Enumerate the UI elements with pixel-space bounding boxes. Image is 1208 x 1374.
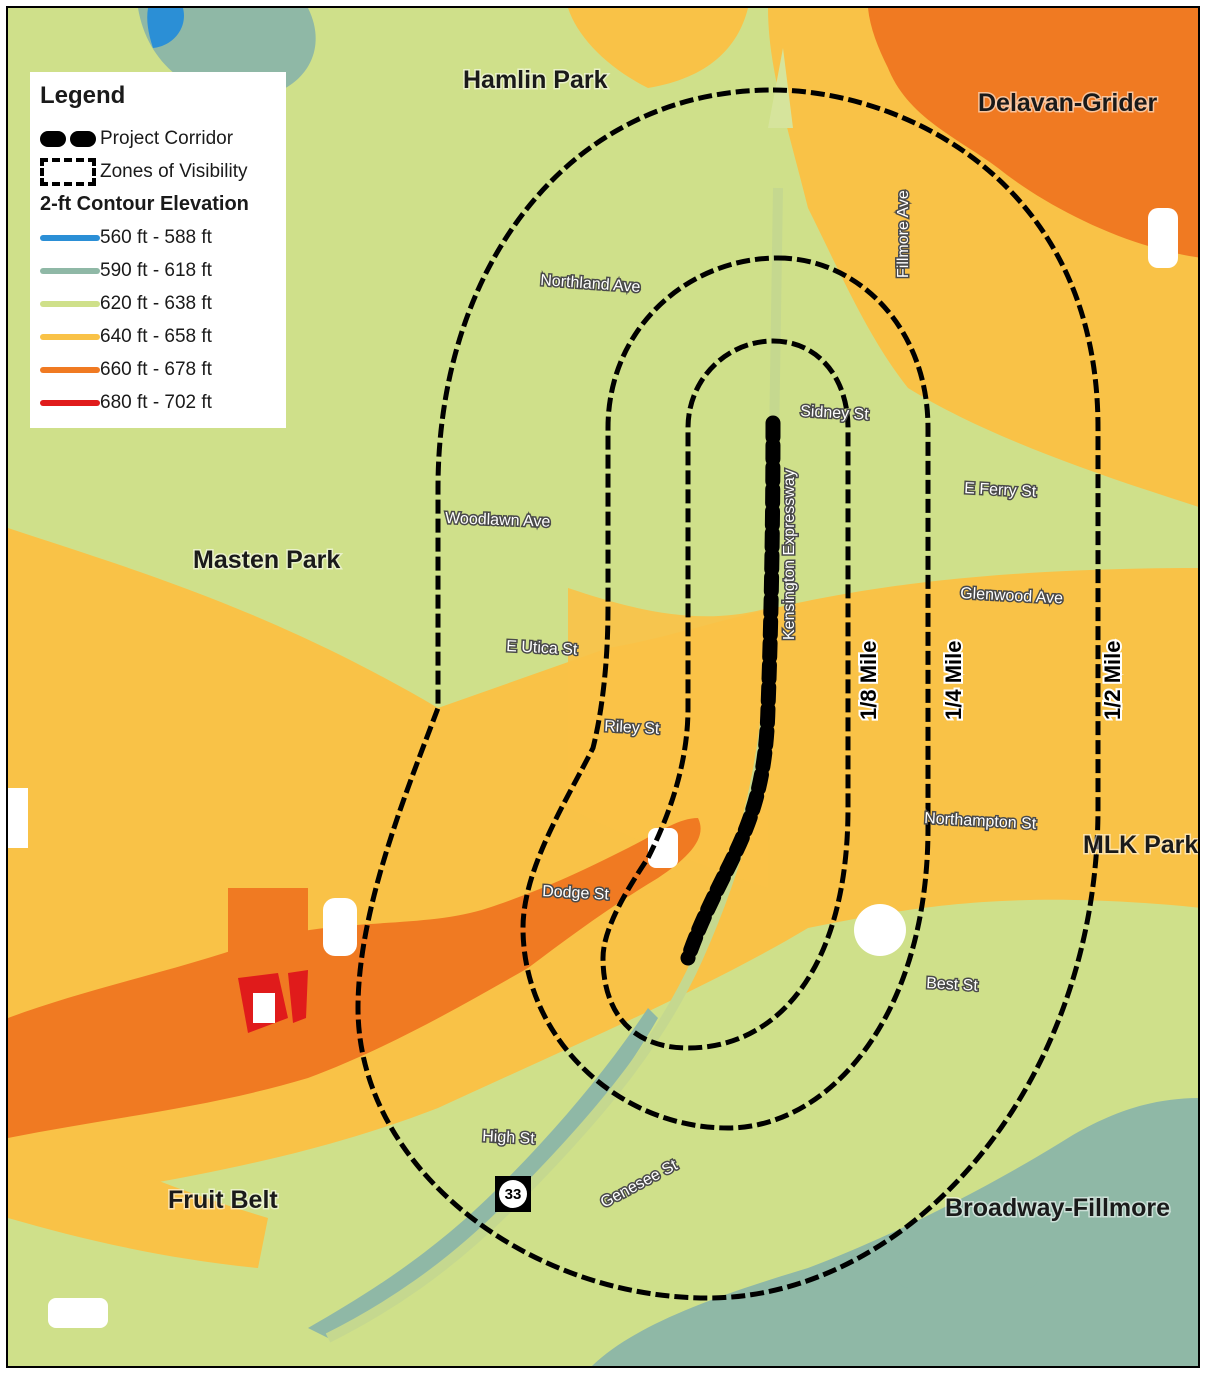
- legend-elevation-row: 560 ft - 588 ft: [40, 221, 286, 254]
- legend-elevation-classes: 560 ft - 588 ft 590 ft - 618 ft 620 ft -…: [40, 221, 286, 419]
- label-broadway-fillmore: Broadway-Fillmore: [945, 1194, 1170, 1222]
- label-quarter-mile: 1/4 Mile: [941, 641, 966, 720]
- project-corridor-symbol: [40, 130, 100, 147]
- street-e-ferry-st: E Ferry St: [964, 480, 1037, 501]
- elevation-swatch: [40, 267, 100, 274]
- label-half-mile: 1/2 Mile: [1100, 641, 1125, 720]
- legend-row-zones-of-visibility: Zones of Visibility: [40, 155, 286, 188]
- elevation-label: 620 ft - 638 ft: [100, 292, 212, 314]
- legend-elevation-title: 2-ft Contour Elevation: [40, 193, 249, 215]
- label-delavan-grider: Delavan-Grider: [978, 89, 1158, 117]
- label-mlk-park: MLK Park: [1083, 831, 1198, 859]
- legend-title: Legend: [40, 82, 126, 109]
- legend-elevation-row: 620 ft - 638 ft: [40, 287, 286, 320]
- legend-elevation-row: 590 ft - 618 ft: [40, 254, 286, 287]
- zones-of-visibility: [355, 87, 1101, 1301]
- street-dodge-st: Dodge St: [542, 883, 610, 903]
- legend-label-project-corridor: Project Corridor: [100, 127, 234, 149]
- elevation-zone-680-702-b: [288, 970, 308, 1023]
- street-e-utica-st: E Utica St: [506, 638, 578, 659]
- elevation-swatch: [40, 366, 100, 373]
- legend: Legend Project Corridor Zones of Visibil…: [30, 72, 286, 428]
- legend-row-project-corridor: Project Corridor: [40, 122, 286, 155]
- elevation-label: 590 ft - 618 ft: [100, 259, 212, 281]
- legend-elevation-row: 660 ft - 678 ft: [40, 353, 286, 386]
- legend-elevation-row: 640 ft - 658 ft: [40, 320, 286, 353]
- elevation-label: 660 ft - 678 ft: [100, 358, 212, 380]
- label-fruit-belt: Fruit Belt: [168, 1186, 278, 1214]
- label-eighth-mile: 1/8 Mile: [856, 641, 881, 720]
- zones-symbol: [40, 157, 100, 186]
- project-corridor[interactable]: [680, 415, 781, 966]
- ring-half-mile: [355, 87, 1101, 1301]
- route-33-shield: 33: [495, 1176, 531, 1212]
- ring-eighth-mile: [600, 338, 851, 1051]
- street-kensington-expressway: Kensington Expressway: [781, 469, 798, 640]
- street-riley-st: Riley St: [604, 718, 660, 738]
- ring-quarter-mile: [520, 255, 931, 1131]
- map[interactable]: Hamlin Park Delavan-Grider Masten Park M…: [6, 6, 1200, 1368]
- elevation-swatch: [40, 234, 100, 241]
- elevation-zone-560-588: [147, 8, 184, 48]
- elevation-map: Hamlin Park Delavan-Grider Masten Park M…: [8, 8, 1198, 1366]
- legend-elevation-row: 680 ft - 702 ft: [40, 386, 286, 419]
- elevation-label: 680 ft - 702 ft: [100, 391, 212, 413]
- route-shield-number: 33: [505, 1186, 522, 1203]
- street-sidney-st: Sidney St: [800, 403, 870, 424]
- street-best-st: Best St: [926, 975, 979, 995]
- elevation-swatch: [40, 333, 100, 340]
- label-hamlin-park: Hamlin Park: [463, 66, 608, 94]
- street-high-st: High St: [482, 1128, 536, 1148]
- elevation-swatch: [40, 300, 100, 307]
- elevation-swatch: [40, 399, 100, 406]
- legend-label-zones-of-visibility: Zones of Visibility: [100, 160, 248, 182]
- street-fillmore-ave: Fillmore Ave: [895, 190, 912, 278]
- street-woodlawn-ave: Woodlawn Ave: [445, 510, 551, 531]
- elevation-label: 560 ft - 588 ft: [100, 226, 212, 248]
- elevation-label: 640 ft - 658 ft: [100, 325, 212, 347]
- label-masten-park: Masten Park: [193, 546, 340, 574]
